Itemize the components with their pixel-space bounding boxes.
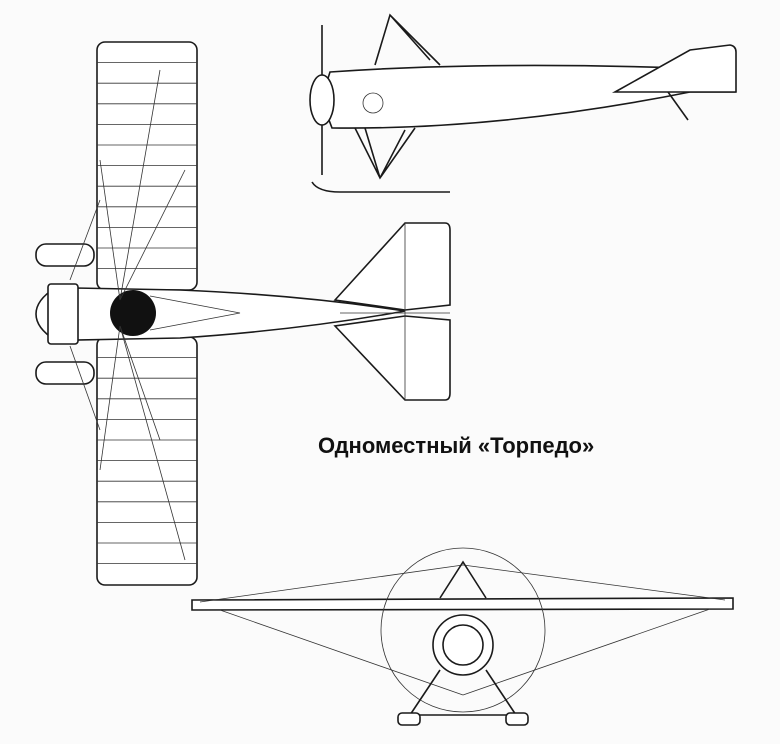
spinner (309, 74, 335, 126)
tail-top (333, 222, 451, 401)
tail-fin (611, 44, 737, 93)
ski-right (505, 712, 529, 726)
nose-dome (35, 283, 79, 345)
wires-front (199, 564, 726, 696)
bracing-wires (69, 69, 186, 561)
landing-gear-side (354, 127, 416, 180)
cabane-front (439, 560, 487, 599)
wing-front (191, 597, 734, 611)
top-view (35, 41, 451, 586)
caption: Одноместный «Торпедо» (318, 433, 595, 458)
landing-gear-front (409, 669, 517, 716)
engine (110, 290, 156, 336)
ski-side (311, 181, 450, 193)
upper-wing (96, 41, 198, 291)
propeller-disc (380, 547, 546, 713)
fuselage-side (324, 64, 736, 129)
cabane (374, 13, 441, 66)
front-view (191, 547, 734, 726)
ski-left (397, 712, 421, 726)
side-view (309, 13, 737, 193)
radiators (35, 243, 95, 385)
